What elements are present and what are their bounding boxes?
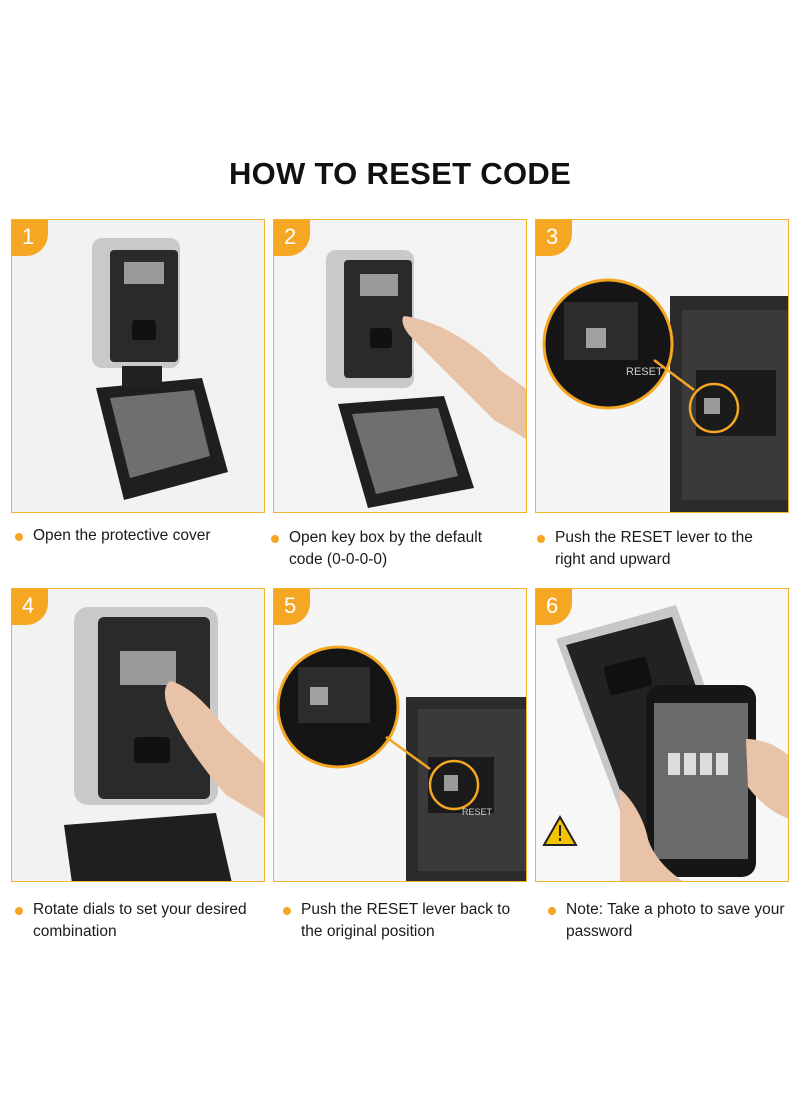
step-5-badge: 5 bbox=[274, 589, 310, 625]
bullet-dot bbox=[15, 907, 23, 915]
step-1-caption: Open the protective cover bbox=[15, 525, 255, 547]
step-1-illustration bbox=[12, 220, 264, 512]
step-5-caption: Push the RESET lever back to the origina… bbox=[283, 899, 523, 943]
step-3-caption: Push the RESET lever to the right and up… bbox=[537, 527, 777, 571]
reset-label-small: RESET bbox=[462, 807, 493, 817]
bullet-dot bbox=[283, 907, 291, 915]
reset-label: RESET bbox=[626, 366, 663, 378]
page-title: HOW TO RESET CODE bbox=[228, 156, 572, 191]
step-5-panel: 5 RESET bbox=[273, 588, 527, 882]
step-3-illustration: RESET bbox=[536, 220, 788, 512]
step-4-panel: 4 bbox=[11, 588, 265, 882]
step-4-illustration bbox=[12, 589, 264, 881]
bullet-dot bbox=[548, 907, 556, 915]
step-4-caption: Rotate dials to set your desired combina… bbox=[15, 899, 255, 943]
step-6-illustration bbox=[536, 589, 788, 881]
step-1-panel: 1 bbox=[11, 219, 265, 513]
step-2-illustration bbox=[274, 220, 526, 512]
bullet-dot bbox=[271, 535, 279, 543]
bullet-dot bbox=[15, 533, 23, 541]
step-2-caption: Open key box by the default code (0-0-0-… bbox=[271, 527, 511, 571]
bullet-dot bbox=[537, 535, 545, 543]
step-6-caption: Note: Take a photo to save your password bbox=[548, 899, 788, 943]
step-5-illustration: RESET bbox=[274, 589, 526, 881]
step-6-panel: 6 bbox=[535, 588, 789, 882]
warning-triangle-icon bbox=[542, 814, 578, 846]
step-2-panel: 2 bbox=[273, 219, 527, 513]
step-1-badge: 1 bbox=[12, 220, 48, 256]
step-3-panel: 3 RESET bbox=[535, 219, 789, 513]
